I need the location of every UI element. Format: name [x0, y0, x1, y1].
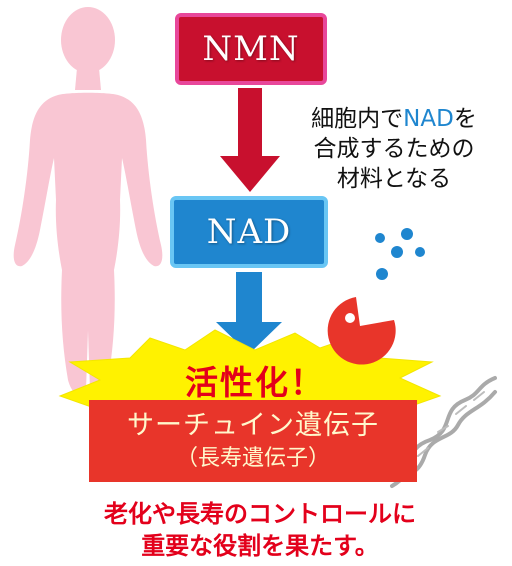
nad-label: NAD — [206, 212, 292, 252]
molecule-dots-icon — [375, 228, 425, 280]
sirtuin-subtitle: （長寿遺伝子） — [175, 446, 330, 471]
side-note-line2: 合成するための — [313, 136, 475, 162]
enzyme-pacman-icon — [327, 297, 396, 365]
sirtuin-box: サーチュイン遺伝子 （長寿遺伝子） — [89, 400, 417, 482]
side-note: 細胞内でNADを 合成するための 材料となる — [286, 104, 502, 194]
arrow-nad-to-sirtuin — [216, 272, 282, 354]
footer-line1: 老化や長寿のコントロールに — [104, 500, 416, 528]
side-note-line1-post: を — [453, 106, 477, 132]
side-note-line3: 材料となる — [336, 166, 452, 192]
nad-box: NAD — [170, 196, 328, 268]
nmn-label: NMN — [202, 29, 300, 69]
sirtuin-title: サーチュイン遺伝子 — [127, 410, 379, 441]
human-silhouette-icon — [13, 7, 163, 395]
side-note-line1: 細胞内でNADを — [286, 104, 502, 134]
footer-text: 老化や長寿のコントロールに 重要な役割を果たす。 — [50, 498, 470, 562]
footer-line2: 重要な役割を果たす。 — [141, 532, 379, 560]
arrow-nmn-to-nad — [220, 88, 280, 192]
nmn-box: NMN — [175, 13, 327, 85]
side-note-highlight: NAD — [403, 106, 454, 132]
side-note-line1-pre: 細胞内で — [311, 106, 404, 132]
activation-text: 活性化！ — [185, 363, 325, 402]
